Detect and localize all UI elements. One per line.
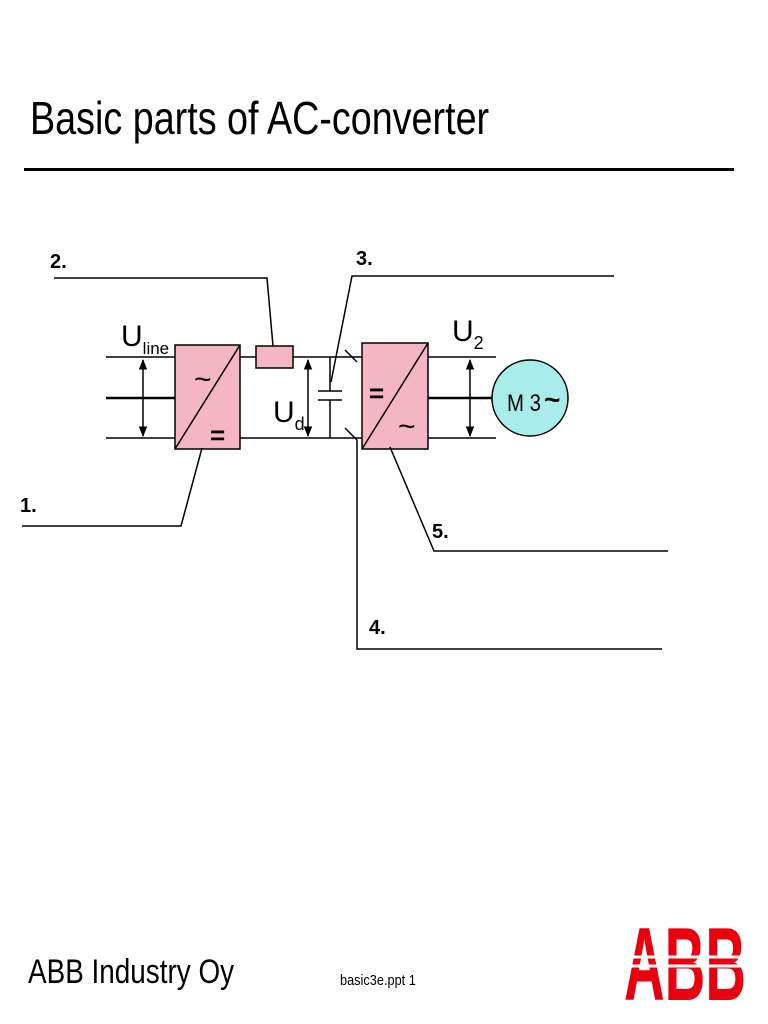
u-d-sub: d: [295, 414, 305, 434]
motor-label: M 3: [507, 389, 541, 416]
file-label: basic3e.ppt 1: [340, 972, 416, 989]
u-line-sub: line: [143, 339, 169, 358]
u-d-label: Ud: [273, 396, 305, 434]
rectifier-ac-symbol: ~: [194, 363, 212, 396]
rectifier-diagonal: [174, 344, 241, 450]
callout-3-leader: [330, 275, 614, 383]
title-divider: [24, 168, 734, 171]
motor-ac-symbol: ~: [544, 384, 560, 415]
switch-tick-lower: [344, 427, 358, 441]
u-line-label: Uline: [121, 320, 169, 358]
company-name: ABB Industry Oy: [28, 953, 235, 991]
u-line-main: U: [121, 320, 143, 353]
inverter-ac-symbol: ~: [398, 410, 416, 443]
callout-5-leader: [389, 446, 668, 552]
u-d-main: U: [273, 396, 295, 429]
dc-link-choke: [255, 345, 294, 369]
u2-main: U: [452, 315, 474, 348]
u2-label: U2: [452, 315, 484, 353]
abb-logo: ABB: [624, 912, 748, 1008]
callout-1: 1.: [20, 495, 37, 517]
motor-circle: [491, 359, 569, 437]
u2-sub: 2: [474, 333, 484, 353]
inverter-dc-symbol: =: [369, 378, 384, 408]
callout-4-leader: [356, 440, 662, 650]
slide-title: Basic parts of AC-converter: [30, 92, 490, 144]
rectifier-dc-symbol: =: [210, 420, 225, 450]
callout-2: 2.: [50, 251, 67, 273]
abb-logo-text: ABB: [624, 912, 746, 1008]
callout-5: 5.: [432, 521, 449, 543]
callout-2-leader: [54, 277, 274, 347]
callout-1-leader: [22, 447, 203, 527]
callout-4: 4.: [369, 617, 386, 639]
inverter-diagonal: [361, 342, 429, 450]
switch-tick-upper: [344, 349, 358, 363]
callout-3: 3.: [356, 248, 373, 270]
